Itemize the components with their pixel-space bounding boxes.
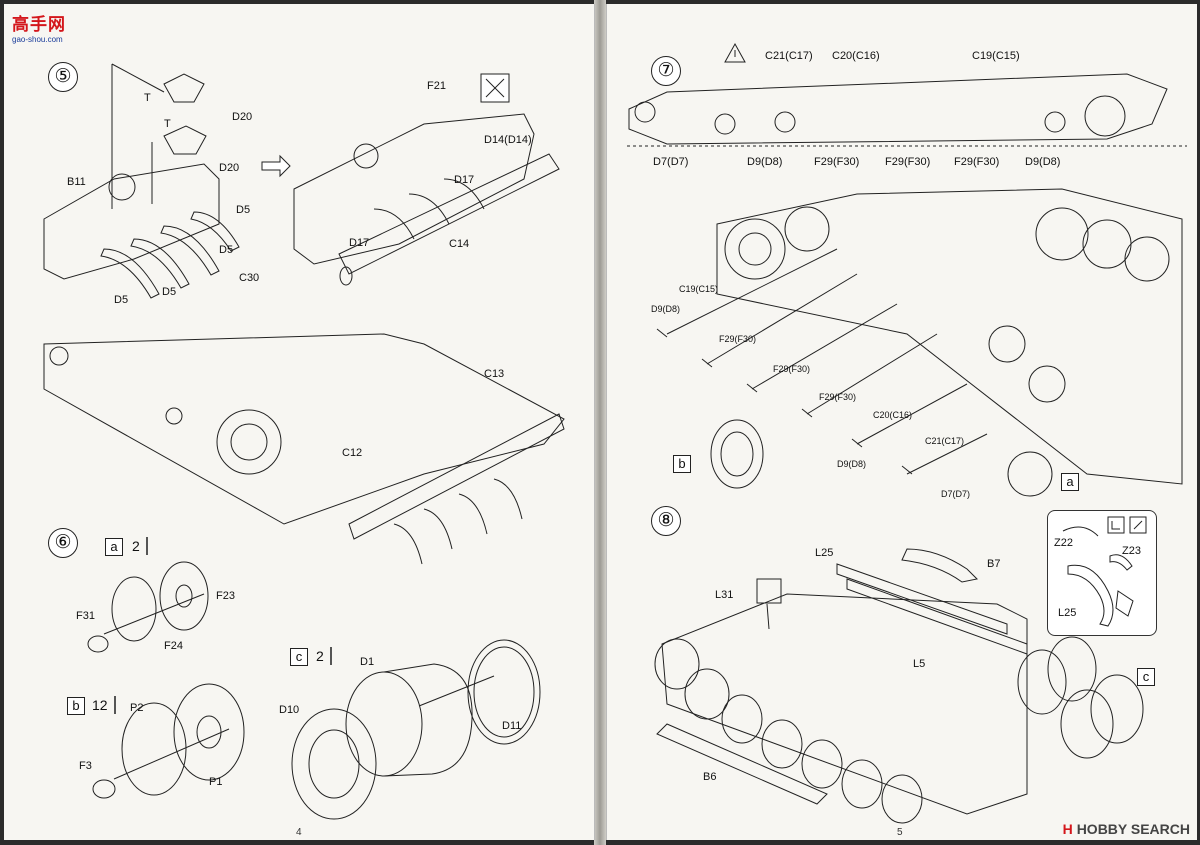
road-wheel <box>710 419 764 489</box>
left-page-drawing <box>43 63 565 820</box>
fender-b6 <box>656 723 828 805</box>
part-label: D9(D8) <box>1025 156 1061 168</box>
watermark-brand: HOBBY SEARCH <box>1076 821 1190 837</box>
sub-assembly-a-box: a <box>105 538 123 556</box>
part-label: B11 <box>67 176 86 188</box>
sub-assembly-c-box: c <box>1137 668 1155 686</box>
part-label: B7 <box>987 558 1001 570</box>
part-label: C19(C15) <box>972 50 1020 62</box>
part-label: F29(F30) <box>819 392 857 402</box>
drive-sprocket <box>216 409 282 475</box>
part-label: D20 <box>219 162 240 174</box>
detail-inset: Z22 Z23 L25 <box>1047 510 1157 636</box>
part-label: C20(C16) <box>873 410 913 420</box>
part-label: D14(D14) <box>484 134 532 146</box>
quantity-b: 12 <box>92 696 116 714</box>
part-label: F3 <box>79 760 92 772</box>
part-label: T <box>144 92 151 104</box>
part-label: D20 <box>232 111 253 123</box>
part-label: D11 <box>502 720 522 732</box>
inset-drawing <box>1062 516 1147 627</box>
hull-side-panel-b11 <box>43 163 220 280</box>
part-label: D5 <box>236 204 251 216</box>
hobby-search-watermark: H HOBBY SEARCH <box>1063 821 1190 837</box>
step-5-number: ⑤ <box>48 62 78 92</box>
part-label: D5 <box>219 244 234 256</box>
part-label: D10 <box>279 704 300 716</box>
part-label: Z23 <box>1122 545 1141 557</box>
step-8-number: ⑧ <box>651 506 681 536</box>
part-label: D5 <box>162 286 177 298</box>
part-label: L25 <box>815 547 834 559</box>
part-label: Z22 <box>1054 537 1073 549</box>
part-label: C21(C17) <box>925 436 965 446</box>
fender-b7 <box>901 548 979 583</box>
sub-assembly-a-box: a <box>1061 473 1079 491</box>
right-page-drawing <box>627 42 1187 824</box>
part-label: C13 <box>484 368 505 380</box>
part-label: L25 <box>1058 607 1077 619</box>
part-label: D1 <box>360 656 375 668</box>
part-label: D5 <box>114 294 129 306</box>
part-label: F29(F30) <box>773 364 811 374</box>
part-label: L31 <box>715 589 734 601</box>
step-7-number: ⑦ <box>651 56 681 86</box>
idler-mount <box>108 173 136 201</box>
part-label: C14 <box>449 238 470 250</box>
drive-sprocket <box>724 218 786 280</box>
part-label: F29(F30) <box>885 156 931 168</box>
sub-assembly-c-box: c <box>290 648 308 666</box>
part-label: P1 <box>209 776 223 788</box>
part-label: C20(C16) <box>832 50 880 62</box>
part-label: T <box>164 118 171 130</box>
page-number: 4 <box>296 827 302 838</box>
part-label: F29(F30) <box>719 334 757 344</box>
quantity-a: 2 <box>132 537 148 555</box>
site-watermark: 高手网 gao-shou.com <box>12 10 66 44</box>
book-gutter <box>594 0 606 845</box>
part-label: F21 <box>427 80 446 92</box>
part-label: D17 <box>349 237 370 249</box>
part-label: F29(F30) <box>954 156 1000 168</box>
part-label: D9(D8) <box>651 304 681 314</box>
step-6-number: ⑥ <box>48 528 78 558</box>
part-label: C30 <box>239 272 260 284</box>
part-label: D7(D7) <box>653 156 689 168</box>
part-label: D7(D7) <box>941 489 971 499</box>
glue-icon <box>1107 516 1125 534</box>
part-label: L5 <box>913 658 926 670</box>
part-label: F29(F30) <box>814 156 860 168</box>
part-label: B6 <box>703 771 717 783</box>
part-label: P2 <box>130 702 144 714</box>
quantity-c: 2 <box>316 647 332 665</box>
part-label: D9(D8) <box>837 459 867 469</box>
part-label: D9(D8) <box>747 156 783 168</box>
cutter-icon <box>1129 516 1147 534</box>
caution-icon <box>724 42 746 63</box>
part-label: F23 <box>216 590 235 602</box>
page-number: 5 <box>897 827 903 838</box>
part-label: F31 <box>76 610 95 622</box>
left-page: 高手网 gao-shou.com ⑤ T T D20 D20 B11 D5 D5… <box>4 4 595 840</box>
watermark-subtitle: gao-shou.com <box>12 35 63 44</box>
part-label: C21(C17) <box>765 50 813 62</box>
watermark-logo-letter: H <box>1062 821 1073 837</box>
sub-assembly-b-box: b <box>673 455 691 473</box>
sub-assembly-b-box: b <box>67 697 85 715</box>
part-label: D17 <box>454 174 475 186</box>
right-page: ⑦ C21(C17) C20(C16) C19(C15) D7(D7) D9(D… <box>606 4 1197 840</box>
watermark-title: 高手网 <box>12 15 66 34</box>
part-label: F24 <box>164 640 183 652</box>
part-label: C19(C15) <box>679 284 719 294</box>
part-label: C12 <box>342 447 363 459</box>
